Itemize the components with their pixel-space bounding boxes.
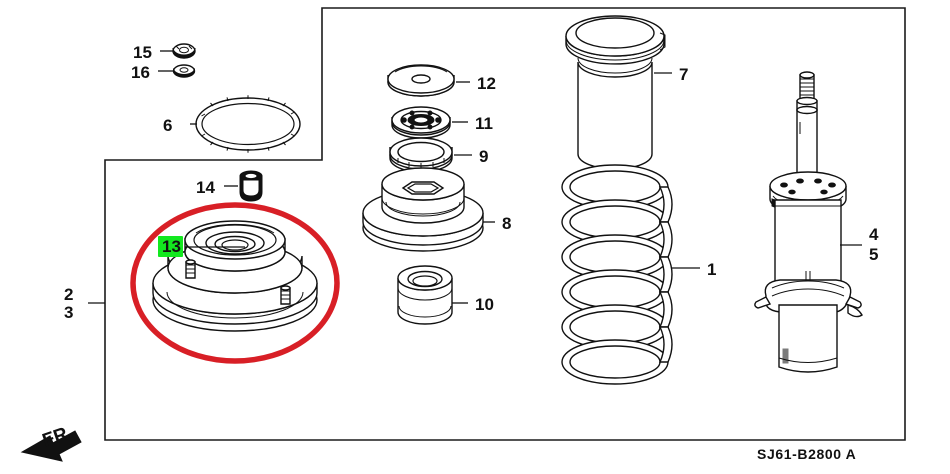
callout-13: 13 (162, 237, 181, 256)
stud-right (280, 285, 291, 305)
callout-13-badge (158, 236, 183, 257)
part-8-spring-seat (362, 167, 484, 252)
callout-5: 5 (869, 245, 878, 264)
part-15-nut (172, 43, 196, 59)
callout-3: 3 (64, 303, 73, 322)
fr-orientation-arrow (20, 430, 82, 462)
callout-2: 2 (64, 285, 73, 304)
callout-11: 11 (475, 114, 493, 133)
callout-16: 16 (131, 63, 150, 82)
part-13-strut-mount (152, 220, 318, 332)
callout-8: 8 (502, 214, 511, 233)
part-6-o-ring (195, 95, 301, 153)
callout-4: 4 (869, 225, 879, 244)
highlight-ellipse (130, 202, 340, 364)
callout-12: 12 (477, 74, 496, 93)
part-9-bearing-ring (389, 137, 453, 173)
part-1-coil-spring (561, 164, 673, 385)
callout-1: 1 (707, 260, 716, 279)
callout-9: 9 (479, 147, 488, 166)
frame-borders (104, 7, 906, 441)
callout-6: 6 (163, 116, 172, 135)
stud-left (185, 259, 196, 279)
callout-10: 10 (475, 295, 494, 314)
part-4-5-shock-absorber (754, 71, 863, 373)
part-16-washer (172, 64, 196, 78)
part-12-washer-plate (387, 64, 455, 97)
part-10-bushing (397, 265, 453, 325)
callout-7: 7 (679, 65, 688, 84)
callout-14: 14 (196, 178, 215, 197)
part-11-bearing-plate (391, 106, 451, 139)
drawing-number: SJ61-B2800 A (757, 446, 856, 462)
callout-15: 15 (133, 43, 152, 62)
part-14-cap-nut (239, 170, 263, 202)
part-7-dust-cover (565, 15, 666, 170)
